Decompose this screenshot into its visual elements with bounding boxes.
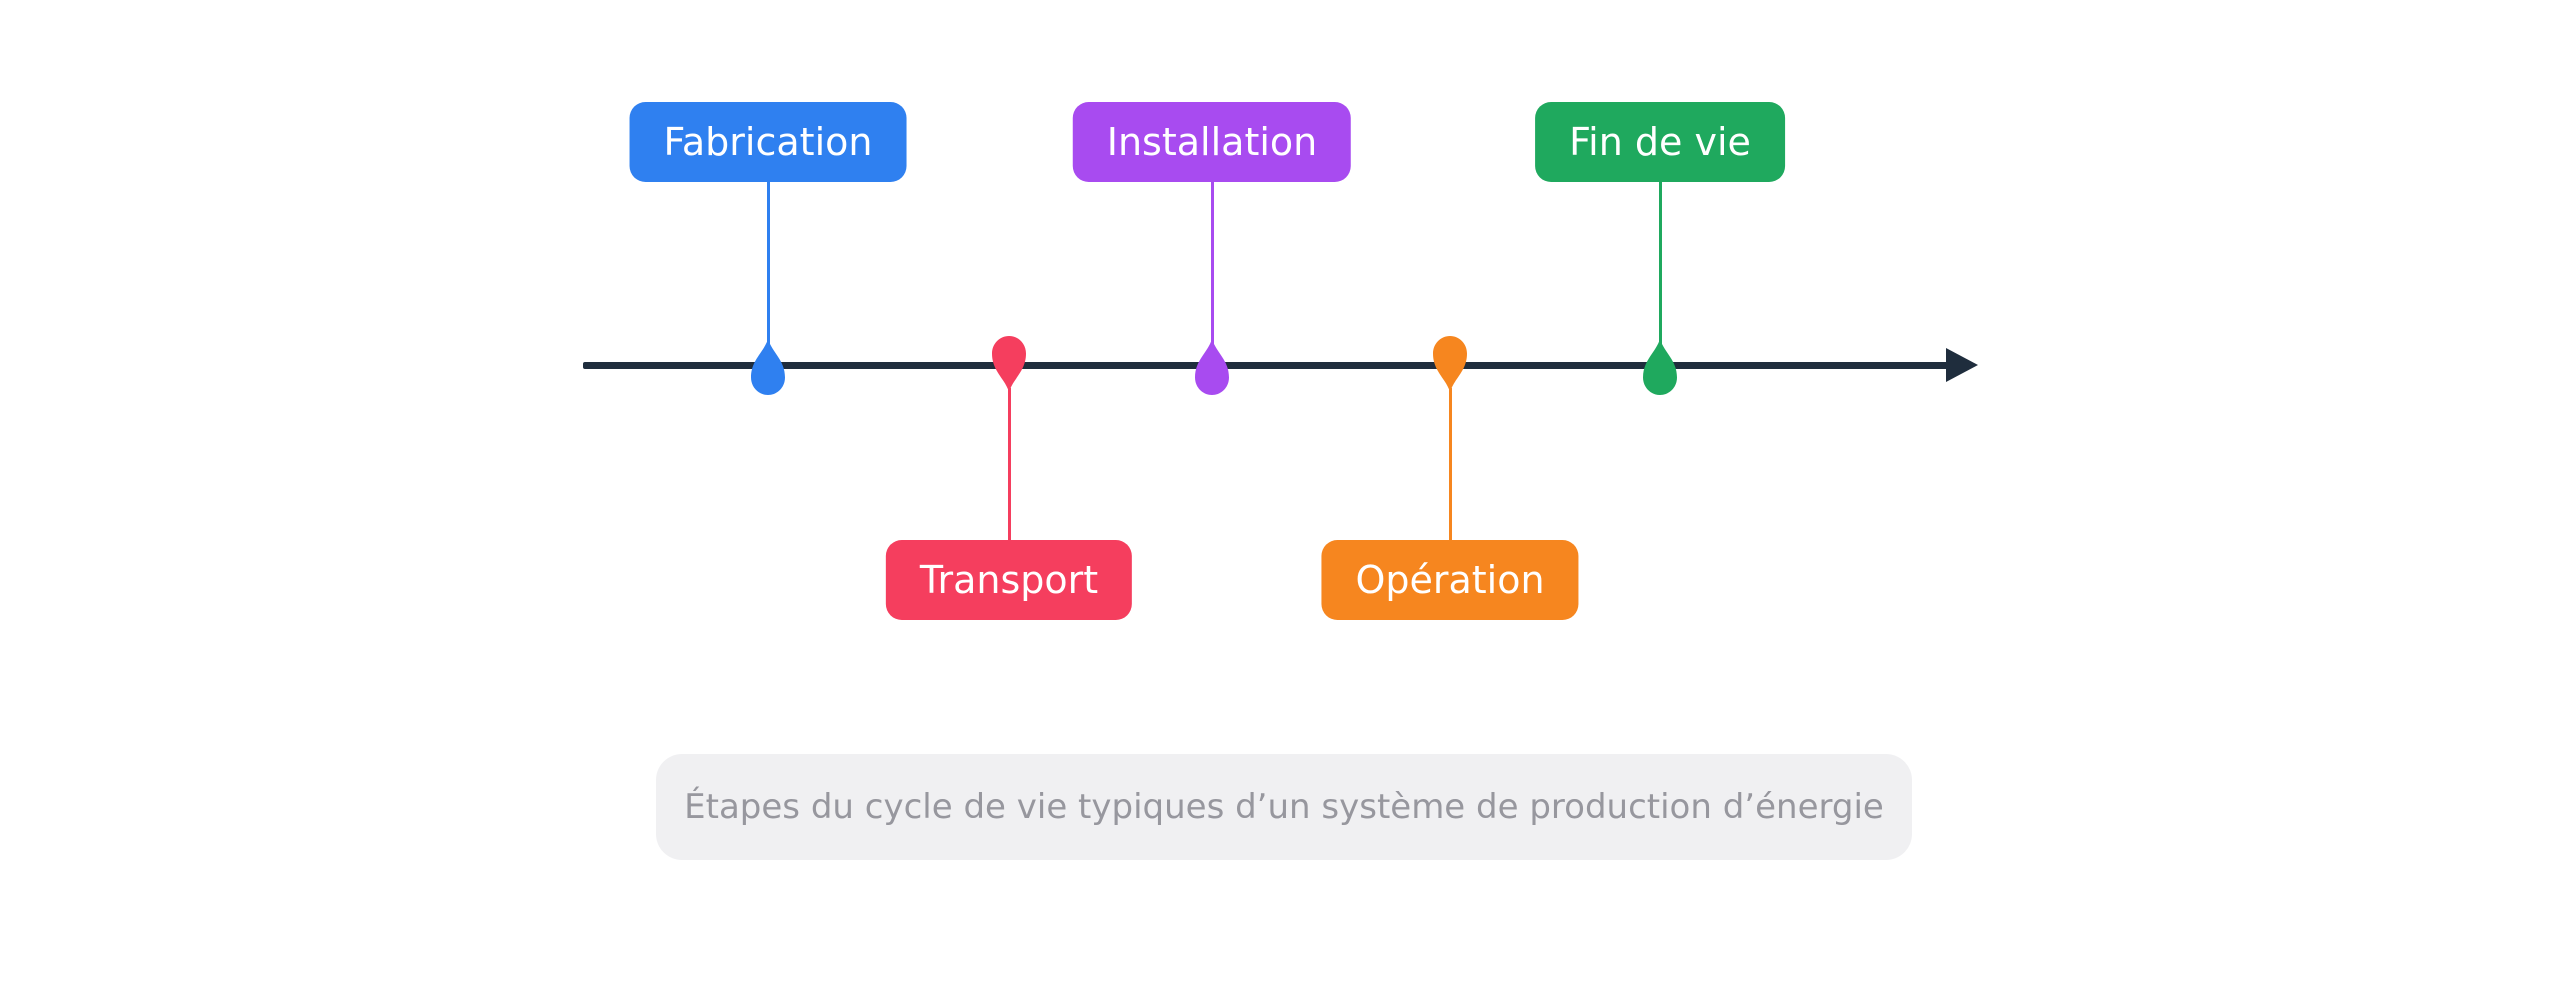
teardrop-marker-icon [751,339,785,395]
connector-line [1658,182,1662,344]
teardrop-marker-icon [1643,339,1677,395]
stage-label: Fin de vie [1535,102,1785,182]
caption-text: Étapes du cycle de vie typiques d’un sys… [684,787,1884,827]
connector-line [1007,388,1011,540]
connector-line [1210,182,1214,344]
timeline-arrowhead-icon [1946,348,1978,382]
connector-line [1448,388,1452,540]
stage-label: Fabrication [629,102,907,182]
timeline-axis [583,362,1950,369]
stage-label: Transport [885,540,1133,620]
stage-label: Installation [1072,102,1352,182]
teardrop-marker-icon [992,336,1026,392]
caption-box: Étapes du cycle de vie typiques d’un sys… [656,754,1912,860]
stage-label: Opération [1321,540,1579,620]
teardrop-marker-icon [1195,339,1229,395]
teardrop-marker-icon [1433,336,1467,392]
connector-line [766,182,770,344]
